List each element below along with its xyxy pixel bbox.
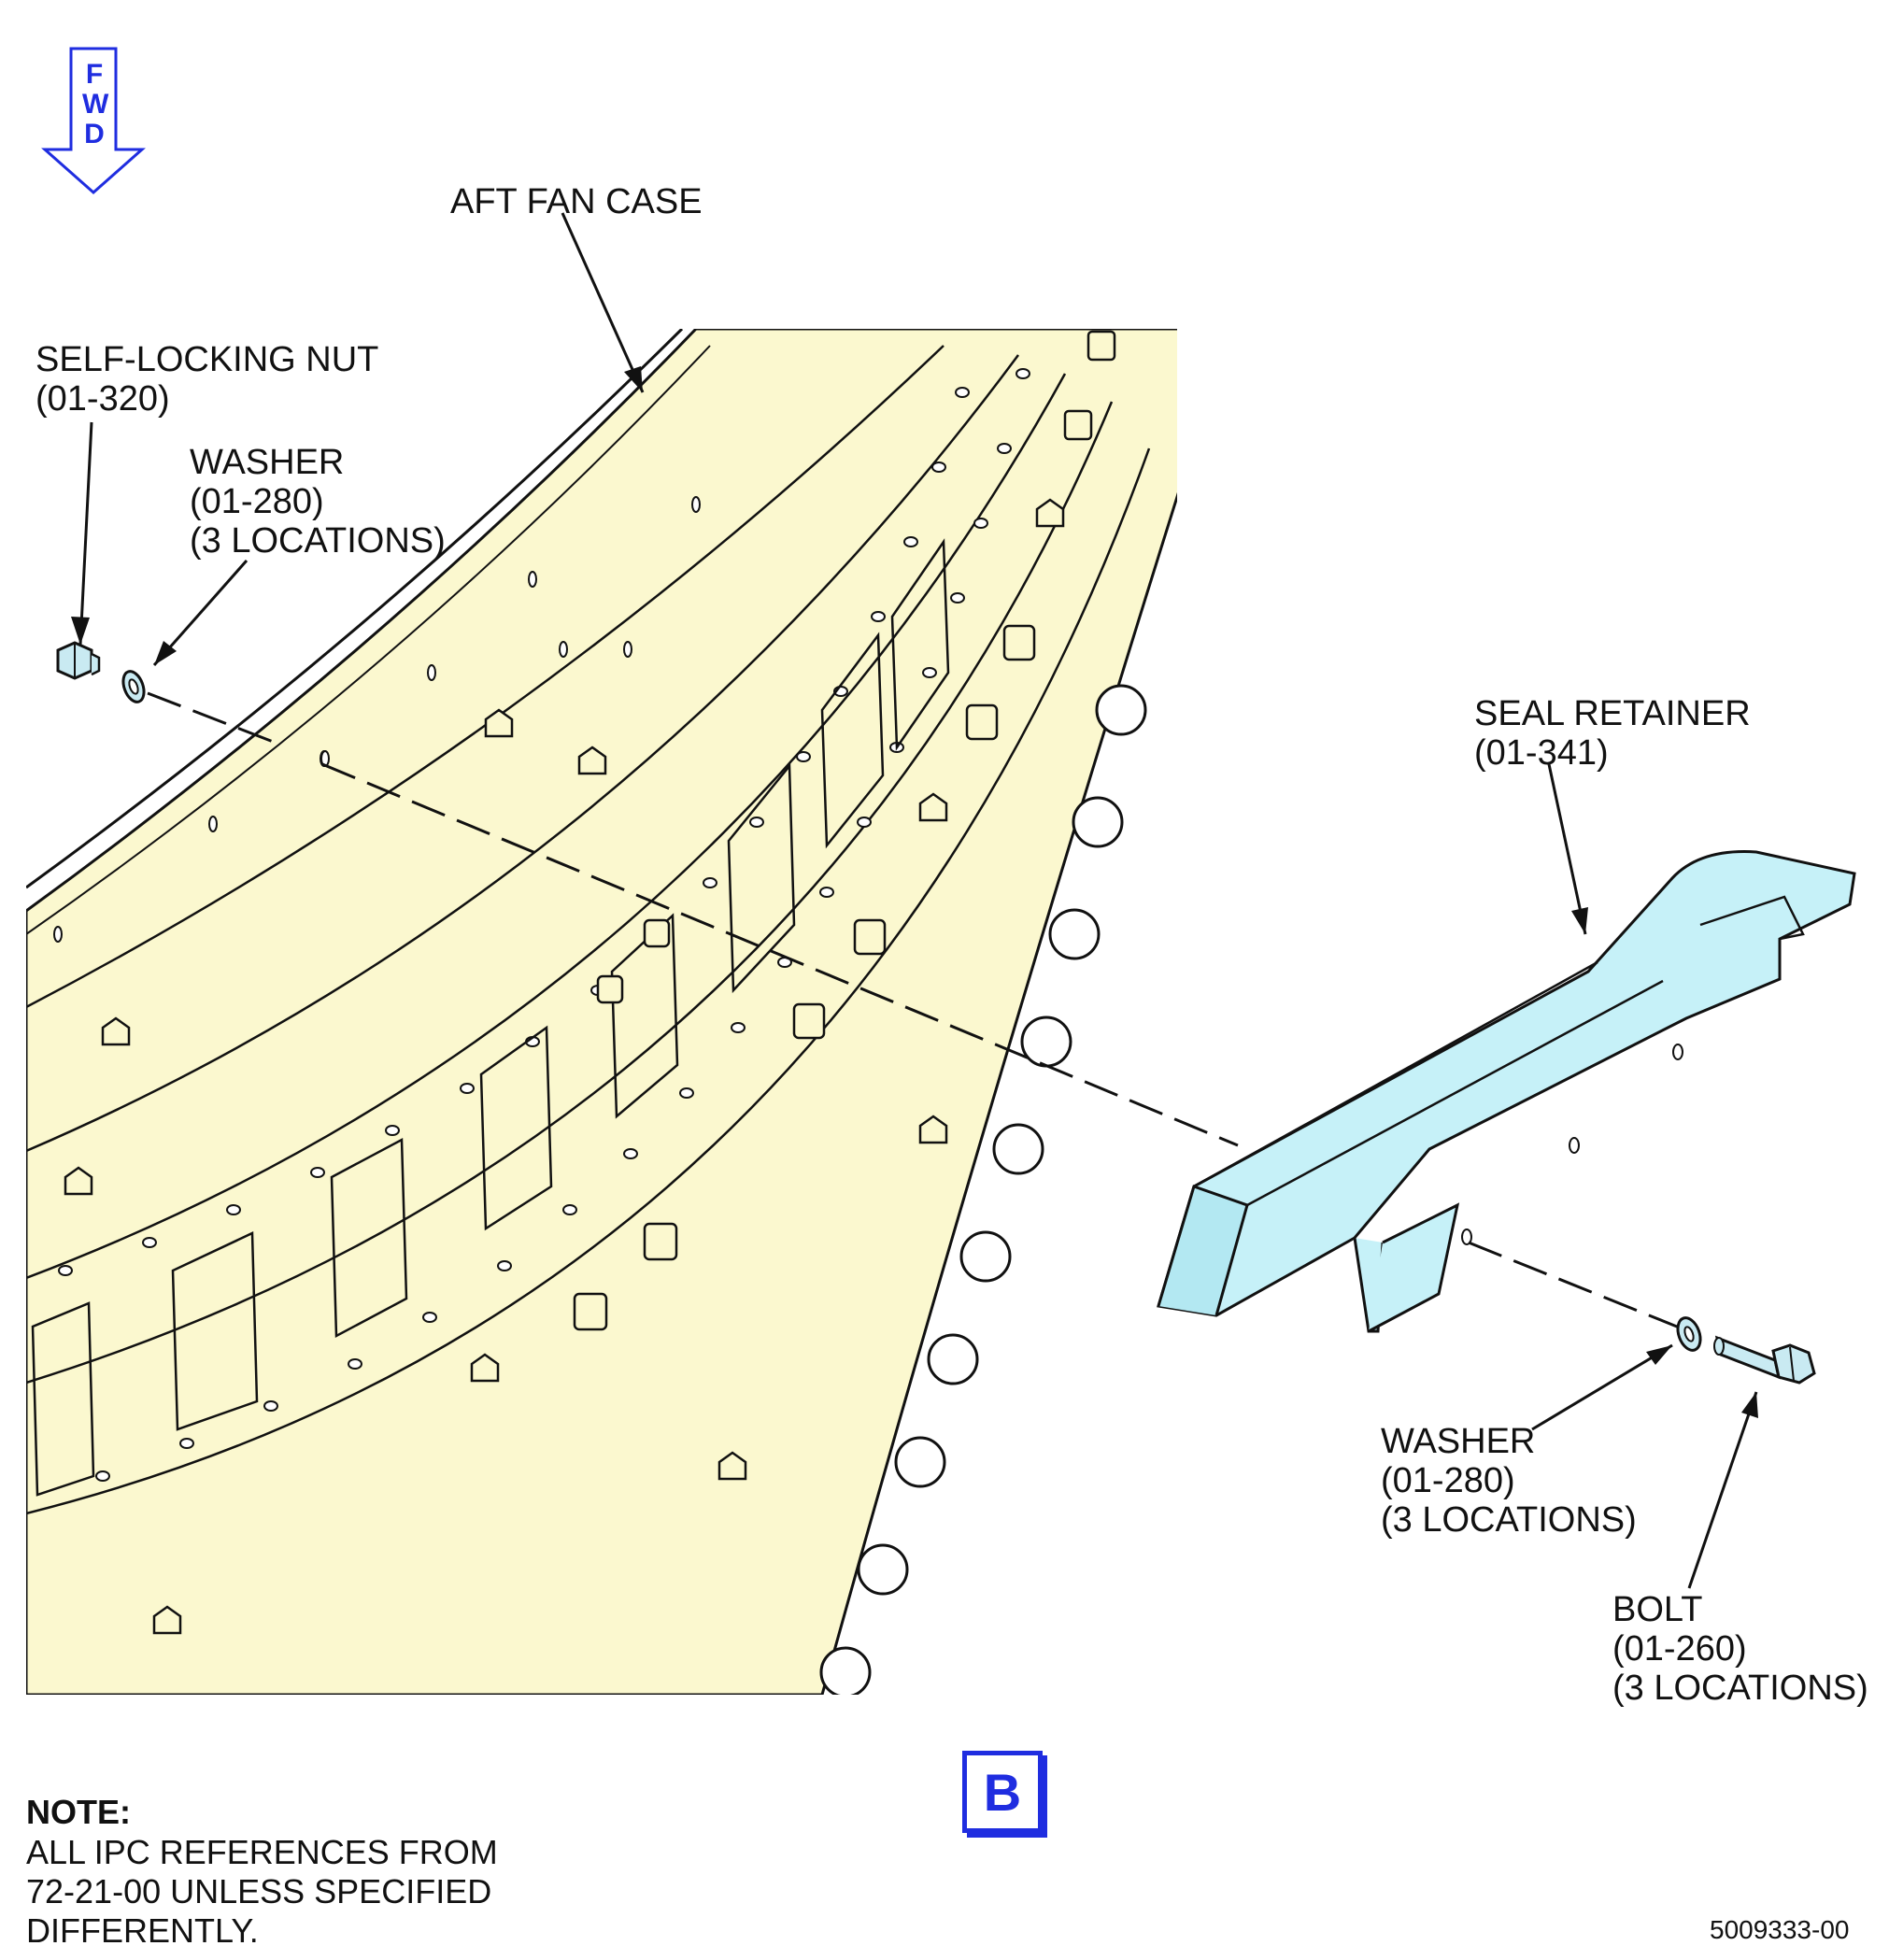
fwd-letter-f: F <box>85 59 104 90</box>
callout-bolt: BOLT (01-260) (3 LOCATIONS) <box>1612 1590 1868 1708</box>
note-line-1: ALL IPC REFERENCES FROM <box>26 1833 498 1871</box>
view-label-box: B <box>962 1751 1043 1833</box>
fan-case-flange-edge <box>26 329 684 889</box>
callout-seal-retainer-name: SEAL RETAINER <box>1474 694 1751 733</box>
aft-fan-case <box>26 329 1177 1695</box>
bolt-hole-row-outer <box>95 368 1030 1482</box>
note-line-3: DIFFERENTLY. <box>26 1911 259 1950</box>
seal-retainer-part <box>1157 850 1856 1333</box>
washer-top-part <box>121 670 146 703</box>
washer-bottom-part <box>1676 1316 1702 1352</box>
assembly-center-lines <box>147 691 1678 1328</box>
callout-aft-fan-case: AFT FAN CASE <box>450 182 703 221</box>
callout-bolt-qty: (3 LOCATIONS) <box>1612 1669 1868 1708</box>
callout-washer-bottom: WASHER (01-280) (3 LOCATIONS) <box>1381 1422 1637 1540</box>
fan-case-body <box>26 329 1177 1695</box>
note-line-2: 72-21-00 UNLESS SPECIFIED <box>26 1872 492 1910</box>
callout-bolt-ref: (01-260) <box>1612 1629 1747 1669</box>
callout-self-locking-nut-ref: (01-320) <box>36 379 170 419</box>
ring-band-5 <box>26 447 1151 1515</box>
callout-seal-retainer: SEAL RETAINER (01-341) <box>1474 694 1751 773</box>
acoustic-panels <box>31 538 950 1497</box>
view-label: B <box>983 1762 1022 1822</box>
callout-washer-top-name: WASHER <box>190 443 345 482</box>
fwd-letter-d: D <box>84 119 105 149</box>
figure-id: 5009333-00 <box>1710 1915 1850 1944</box>
ring-band-2 <box>26 354 1020 1153</box>
callout-washer-top-qty: (3 LOCATIONS) <box>190 521 446 561</box>
callout-washer-bottom-ref: (01-280) <box>1381 1461 1515 1500</box>
callout-seal-retainer-ref: (01-341) <box>1474 733 1609 773</box>
bolt-part <box>1713 1335 1816 1385</box>
leader-arrowheads <box>71 366 1758 1418</box>
callout-washer-bottom-name: WASHER <box>1381 1422 1536 1461</box>
ring-band-1 <box>26 345 944 1009</box>
forward-arrow-icon <box>41 47 146 195</box>
callout-self-locking-nut: SELF-LOCKING NUT (01-320) <box>36 340 378 419</box>
ring-band-3 <box>26 373 1067 1280</box>
callout-washer-bottom-qty: (3 LOCATIONS) <box>1381 1500 1637 1540</box>
fwd-letter-w: W <box>82 89 109 120</box>
callout-bolt-name: BOLT <box>1612 1590 1703 1629</box>
scalloped-rim <box>819 684 1147 1695</box>
fwd-indicator: F W D <box>82 59 109 149</box>
self-locking-nut-part <box>56 641 101 680</box>
callout-self-locking-nut-name: SELF-LOCKING NUT <box>36 340 379 379</box>
callout-washer-top: WASHER (01-280) (3 LOCATIONS) <box>190 443 446 561</box>
case-web-holes <box>53 496 701 943</box>
callout-washer-top-ref: (01-280) <box>190 482 324 521</box>
case-hardware <box>64 330 1116 1635</box>
note-body: ALL IPC REFERENCES FROM 72-21-00 UNLESS … <box>26 1833 498 1951</box>
note-heading: NOTE: <box>26 1793 131 1831</box>
ring-band-4 <box>26 401 1114 1385</box>
